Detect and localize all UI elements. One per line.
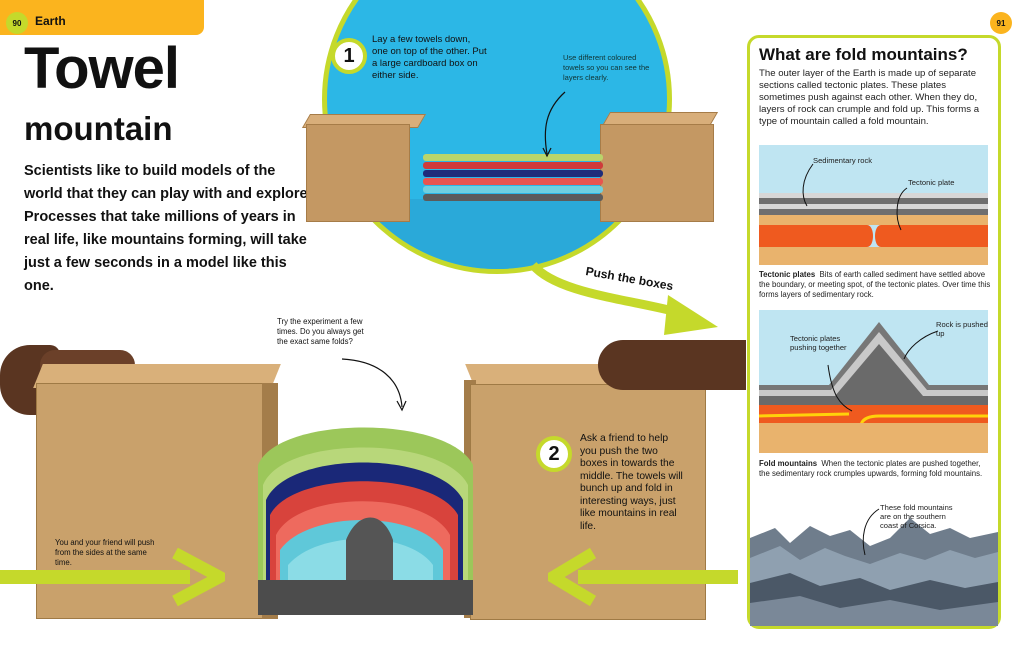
step1-number: 1 xyxy=(331,38,367,74)
rock-pointer xyxy=(862,508,880,556)
arrow-left-icon xyxy=(548,548,738,607)
flat-towel-stack xyxy=(423,154,603,201)
label-corsica: These fold mountains are on the southern… xyxy=(880,503,953,530)
folded-towels xyxy=(258,427,473,615)
tip-push-sides: You and your friend will push from the s… xyxy=(55,538,155,567)
intro-paragraph: Scientists like to build models of the w… xyxy=(24,163,312,294)
step1-text: Lay a few towels down, one on top of the… xyxy=(372,34,487,81)
label-sedimentary-rock: Sedimentary rock xyxy=(813,156,873,165)
caption-fold-mountains: Fold mountains When the tectonic plates … xyxy=(759,459,991,479)
arrow-right-icon xyxy=(0,548,225,607)
panel-text: The outer layer of the Earth is made up … xyxy=(759,68,980,127)
towel-grey xyxy=(423,194,603,201)
diagram1-pointers xyxy=(802,163,908,231)
towel-red xyxy=(423,162,603,169)
section-title: Earth xyxy=(35,14,66,28)
caption1-title: Tectonic plates xyxy=(759,270,816,279)
step1-pointer xyxy=(542,91,566,158)
towel-coral xyxy=(423,178,603,185)
corsica-rock-photo xyxy=(750,498,998,626)
towel-cyan xyxy=(423,186,603,193)
panel-title: What are fold mountains? xyxy=(759,45,968,64)
diagram2-pointers xyxy=(827,330,939,412)
label-tectonic-plate: Tectonic plate xyxy=(908,178,955,187)
page-subtitle: mountain xyxy=(24,110,173,147)
page-number-right: 91 xyxy=(990,12,1012,34)
tip-try-again: Try the experiment a few times. Do you a… xyxy=(277,317,364,346)
page-title: Towel xyxy=(24,36,180,101)
step1-tip: Use different coloured towels so you can… xyxy=(563,53,650,82)
step2-text: Ask a friend to help you push the two bo… xyxy=(580,433,683,532)
step2-number: 2 xyxy=(536,436,572,472)
small-box-left xyxy=(306,124,410,222)
caption1-text: Bits of earth called sediment have settl… xyxy=(759,270,991,299)
caption2-title: Fold mountains xyxy=(759,459,818,468)
label-rock-pushed: Rock is pushed up xyxy=(936,320,988,338)
page-number-left: 90 xyxy=(6,12,28,34)
caption2-text: When the tectonic plates are pushed toge… xyxy=(759,459,983,478)
hand-right xyxy=(598,340,746,390)
small-box-right xyxy=(600,124,714,222)
diagram-tectonic-plates xyxy=(759,145,988,265)
tip-try-pointer xyxy=(341,358,407,412)
push-arrow-icon xyxy=(529,261,718,335)
header-tab xyxy=(0,0,204,35)
towel-navy xyxy=(423,170,603,177)
diagram-fold-mountains xyxy=(759,310,988,453)
label-plates-pushing: Tectonic plates pushing together xyxy=(790,334,847,352)
towel-green xyxy=(423,154,603,161)
caption-tectonic-plates: Tectonic plates Bits of earth called sed… xyxy=(759,270,991,300)
